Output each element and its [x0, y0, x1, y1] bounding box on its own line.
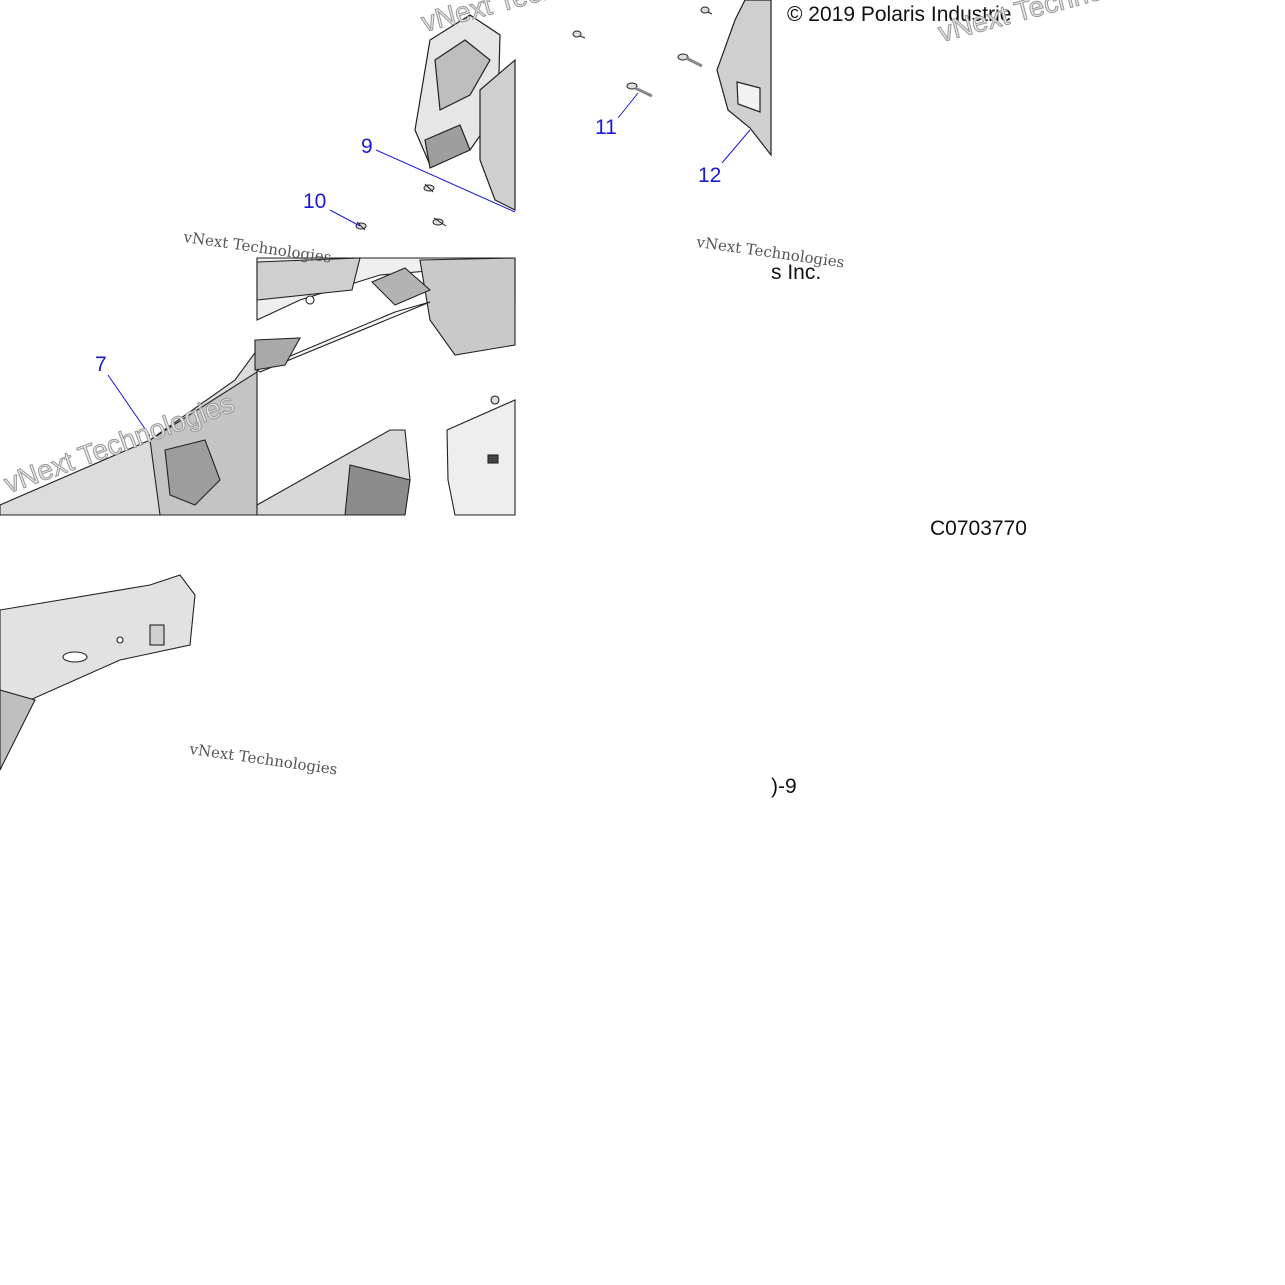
copyright-text: © 2019 Polaris Industrie: [787, 3, 1012, 26]
bracket-part-9: [414, 14, 516, 211]
page-fragment: )-9: [771, 775, 797, 798]
leader-lines: [107, 92, 751, 437]
callout-7: 7: [95, 353, 107, 376]
frame-lower: [256, 395, 516, 516]
bolt-part-10: [355, 183, 447, 231]
callout-9: 9: [361, 135, 373, 158]
code-tile: C0703770: [920, 510, 1029, 550]
frame-upper: [255, 257, 516, 373]
copyright-tail: s Inc.: [771, 261, 822, 284]
bolt-part-11: [572, 6, 713, 98]
frame-bracket-lower: [0, 574, 196, 771]
callout-10: 10: [303, 190, 327, 213]
callout-11: 11: [595, 116, 617, 139]
callout-12: 12: [698, 164, 722, 187]
copyright-tile: © 2019 Polaris Industrie: [771, 0, 1029, 40]
housing-part-12: [716, 0, 772, 157]
drawing-code: C0703770: [930, 517, 1027, 540]
